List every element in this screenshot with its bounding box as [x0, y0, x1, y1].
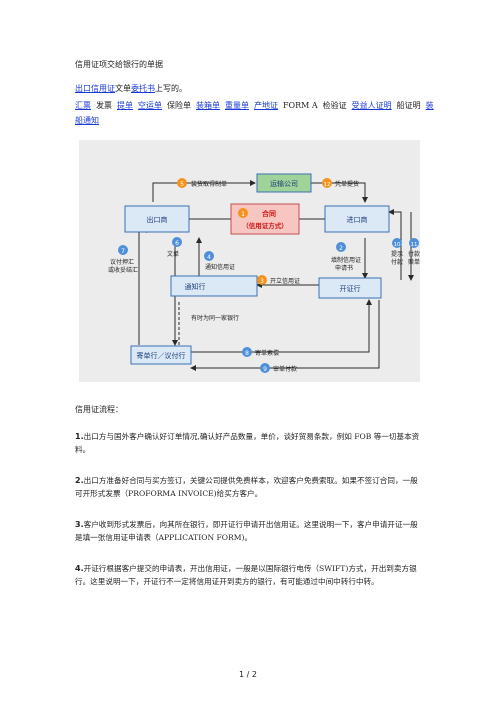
advising-bank-label: 通知行 — [185, 282, 206, 291]
step-3-label: 开立信用证 — [270, 277, 300, 285]
step-7-label-1: 议付押汇 — [110, 258, 134, 266]
paragraph-2-text: 出口方准备好合同与买方签订，关键公司提供免费样本，欢迎客户免费索取。如果不签订合… — [75, 476, 418, 498]
step-10-label-1: 提示 — [391, 250, 403, 258]
step-2-num: 2 — [339, 245, 343, 252]
step-11-label-2: 赎单 — [408, 258, 420, 266]
paragraph-1-text: 出口方与国外客户确认好订单情况,确认好产品数量，单价，谈好贸易条款，例如 FOB… — [75, 432, 420, 454]
paragraph-2: 2.出口方准备好合同与买方签订，关键公司提供免费样本，欢迎客户免费索取。如果不签… — [75, 474, 420, 500]
intro-text-2: 上写的。 — [155, 84, 187, 93]
paragraph-3-text: 客户收到形式发票后，向其所在银行，即开证行申请开出信用证。这里说明一下，客户申请… — [75, 520, 418, 542]
paragraph-4: 4.开证行根据客户提交的申请表，开出信用证，一般是以国际银行电传（SWIFT)方… — [75, 562, 420, 588]
negotiating-bank-label: 寄单行／议付行 — [137, 351, 186, 360]
step-9-num: 9 — [263, 366, 267, 373]
intro-line: 出口信用证文单委托书上写的。 — [75, 83, 187, 94]
step-6-label: 文单 — [167, 250, 179, 258]
step-1-num: 1 — [241, 211, 245, 218]
paragraph-3: 3.客户收到形式发票后，向其所在银行，即开证行申请开出信用证。这里说明一下，客户… — [75, 518, 420, 544]
document-item: 发票 — [96, 101, 112, 110]
link-commission[interactable]: 委托书 — [131, 84, 155, 93]
step-6-circle — [172, 237, 182, 247]
link-export-lc[interactable]: 出口信用证 — [75, 84, 115, 93]
document-item[interactable]: 装船通知 — [75, 101, 434, 125]
contract-label-1: 合同 — [261, 209, 276, 218]
step-12-num: 12 — [324, 182, 331, 188]
step-11-circle — [409, 238, 419, 248]
step-10-label-2: 付款 — [391, 258, 403, 266]
step-markers: 5 装货取得制单 12 凭单提货 2 填制信用证 申请书 3 开立信用证 4 通… — [108, 178, 420, 373]
document-item[interactable]: 产地证 — [254, 101, 278, 110]
step-5-label: 装货取得制单 — [191, 180, 227, 188]
issuing-bank-label: 开证行 — [340, 284, 361, 293]
step-12-label: 凭单提货 — [335, 180, 359, 188]
step-2-label-2: 申请书 — [335, 264, 353, 272]
step-2-circle — [336, 242, 346, 252]
document-item[interactable]: 汇票 — [75, 101, 91, 110]
step-7-circle — [118, 245, 128, 255]
step-10-circle — [392, 238, 402, 248]
doc-title: 信用证项交给银行的单据 — [75, 60, 163, 69]
step-8-circle — [242, 347, 252, 357]
exporter-box — [124, 205, 190, 233]
document-item[interactable]: 受益人证明 — [351, 101, 392, 110]
lc-flow-diagram: 运输公司 出口商 进口商 1 合同 （信用证方式） 通知行 开证行 寄单行／议付… — [79, 140, 420, 382]
intro-text-1: 文单 — [115, 84, 131, 93]
step-8-label: 寄单索偿 — [255, 349, 279, 357]
transport-box — [256, 173, 312, 193]
document-item[interactable]: 重量单 — [225, 101, 249, 110]
step-9-label: 审单付款 — [273, 365, 297, 373]
step-11-label-1: 付款 — [408, 250, 420, 258]
step-7-num: 7 — [121, 248, 125, 255]
paragraph-1: 1.出口方与国外客户确认好订单情况,确认好产品数量，单价，谈好贸易条款，例如 F… — [75, 430, 420, 456]
step-7-label-2: 或收妥结汇 — [108, 266, 138, 274]
step-4-label: 通知信用证 — [205, 263, 235, 271]
step-9-circle — [260, 363, 270, 373]
step-12-circle — [322, 178, 332, 188]
contract-label-2: （信用证方式） — [242, 221, 288, 230]
importer-label: 进口商 — [347, 215, 368, 224]
document-item: 保险单 — [167, 101, 191, 110]
paragraph-3-num: 3. — [75, 520, 84, 529]
advising-bank-box — [170, 275, 258, 297]
exporter-label: 出口商 — [147, 215, 168, 224]
page-number: 1 / 2 — [239, 670, 257, 679]
negotiating-bank-box — [130, 345, 192, 365]
importer-box — [324, 205, 390, 233]
step-10-num: 10 — [394, 242, 401, 248]
step-2-label-1: 填制信用证 — [331, 256, 361, 264]
paragraph-4-num: 4. — [75, 564, 84, 573]
step-5-circle — [177, 178, 187, 188]
paragraph-4-text: 开证行根据客户提交的申请表，开出信用证，一般是以国际银行电传（SWIFT)方式，… — [75, 564, 417, 586]
same-bank-note: 有时为同一家银行 — [191, 314, 239, 322]
step-5-num: 5 — [180, 181, 184, 188]
document-item: 检验证 — [322, 101, 347, 110]
step-4-circle — [204, 251, 214, 261]
step-8-num: 8 — [245, 350, 249, 357]
document-item[interactable]: 提单 — [117, 101, 133, 110]
document-item: 船证明 — [396, 101, 421, 110]
step-3-num: 3 — [260, 278, 264, 285]
step-11-num: 11 — [411, 242, 418, 248]
document-item: FORM A — [283, 101, 318, 110]
step-1-circle — [238, 208, 248, 218]
document-item[interactable]: 装箱单 — [196, 101, 220, 110]
step-6-num: 6 — [175, 240, 179, 247]
documents-list: 汇票发票提单空运单保险单装箱单重量单产地证 FORM A 检验证受益人证明船证明装船… — [75, 98, 435, 128]
issuing-bank-box — [318, 277, 382, 299]
paragraph-2-num: 2. — [75, 476, 84, 485]
transport-label: 运输公司 — [270, 179, 298, 188]
step-3-circle — [257, 275, 267, 285]
paragraph-1-num: 1. — [75, 432, 84, 441]
document-item[interactable]: 空运单 — [138, 101, 162, 110]
step-4-num: 4 — [207, 254, 211, 261]
section-title: 信用证流程： — [75, 405, 123, 414]
